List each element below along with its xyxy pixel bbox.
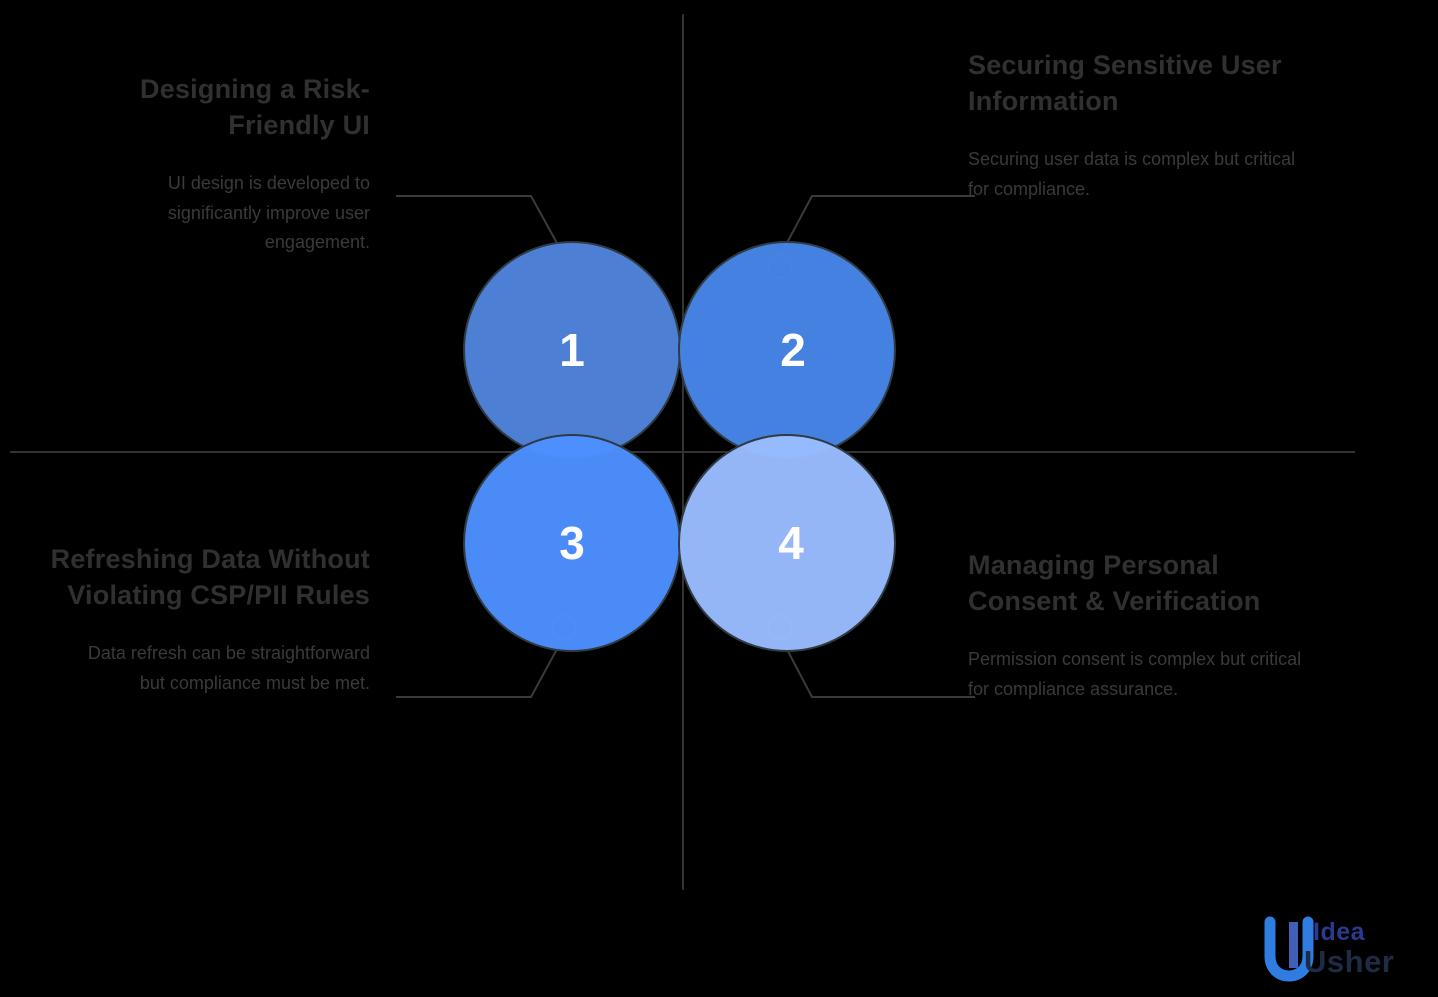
quadrant-top-right: Securing Sensitive User Information Secu… xyxy=(968,48,1308,204)
horizontal-divider xyxy=(10,451,1355,453)
venn-circle-4[interactable]: 4 xyxy=(678,434,896,652)
venn-circle-3[interactable]: 3 xyxy=(463,434,681,652)
venn-circle-1-number: 1 xyxy=(559,324,585,376)
venn-circle-2-number: 2 xyxy=(780,324,806,376)
quadrant-top-right-body: Securing user data is complex but critic… xyxy=(968,149,1296,199)
venn-circle-4-number: 4 xyxy=(778,517,804,569)
quadrant-bottom-left-body: Data refresh can be straightforward but … xyxy=(87,643,370,693)
quadrant-bottom-left: Refreshing Data Without Violating CSP/PI… xyxy=(40,542,370,698)
quadrant-top-left-body: UI design is developed to significantly … xyxy=(167,173,370,252)
venn-circle-2[interactable]: 2 xyxy=(678,241,896,459)
logo-text-idea: Idea xyxy=(1313,918,1366,946)
logo-u-mark-icon xyxy=(1264,916,1314,982)
idea-usher-logo[interactable]: Idea Usher xyxy=(1258,916,1423,982)
logo-text-usher: Usher xyxy=(1304,944,1395,979)
quadrant-bottom-right-body: Permission consent is complex but critic… xyxy=(968,649,1302,699)
quadrant-bottom-right-heading: Managing Personal Consent & Verification xyxy=(968,550,1261,616)
quadrant-bottom-left-heading: Refreshing Data Without Violating CSP/PI… xyxy=(50,544,370,610)
venn-diagram: 1 2 3 4 xyxy=(455,225,905,680)
quadrant-bottom-right: Managing Personal Consent & Verification… xyxy=(968,548,1308,704)
quadrant-top-left: Designing a Risk-Friendly UI UI design i… xyxy=(40,72,370,257)
quadrant-top-left-heading: Designing a Risk-Friendly UI xyxy=(140,74,370,140)
venn-circle-3-number: 3 xyxy=(559,517,585,569)
quadrant-top-right-heading: Securing Sensitive User Information xyxy=(968,50,1282,116)
venn-circle-1[interactable]: 1 xyxy=(463,241,681,459)
